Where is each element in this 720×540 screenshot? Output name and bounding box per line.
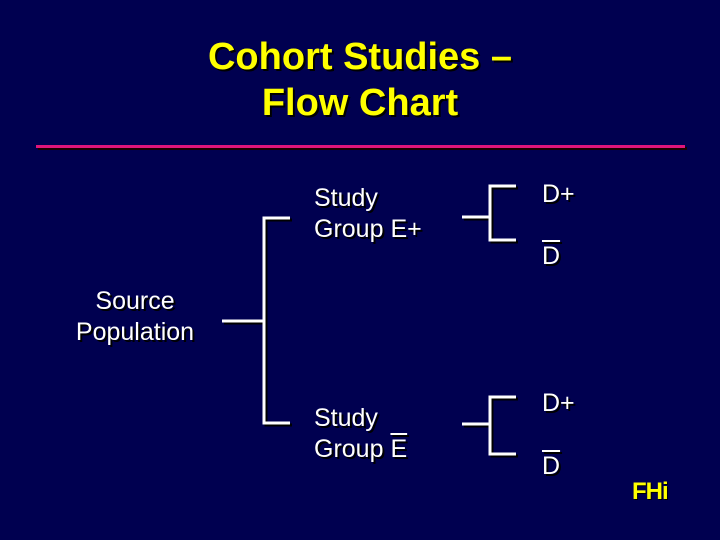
slide-title: Cohort Studies – Flow Chart bbox=[0, 34, 720, 126]
fhi-logo: FHi bbox=[632, 478, 669, 505]
group-2-bracket bbox=[488, 395, 516, 456]
group-2-outcome-no-disease: D bbox=[542, 452, 561, 480]
source-population-label: Source Population bbox=[40, 286, 230, 348]
group-2-line-2: Group E bbox=[314, 434, 407, 465]
group-1-line-1: Study bbox=[314, 184, 378, 212]
group-2-prefix: Group bbox=[314, 435, 391, 463]
title-line-1: Cohort Studies – bbox=[207, 36, 513, 78]
title-line-2: Flow Chart bbox=[261, 82, 459, 124]
title-divider bbox=[36, 145, 685, 148]
group-1-outcome-no-disease: D bbox=[542, 242, 561, 270]
source-line-1: Source bbox=[95, 287, 175, 315]
group-2-line-1: Study bbox=[314, 404, 378, 432]
group-2-outcome-disease: D+ bbox=[542, 389, 575, 417]
group-1-exposure: E+ bbox=[390, 215, 422, 243]
group-1-line-2: Group E+ bbox=[314, 214, 422, 245]
source-line-2: Population bbox=[75, 318, 195, 346]
source-bracket bbox=[262, 216, 290, 425]
group-1-outcome-disease: D+ bbox=[542, 180, 575, 208]
group-2-exposure: E bbox=[390, 435, 408, 463]
group-1-bracket bbox=[488, 184, 516, 242]
group-1-prefix: Group bbox=[314, 215, 391, 243]
study-group-exposed: Study Group E+ bbox=[314, 183, 422, 245]
study-group-unexposed: Study Group E bbox=[314, 403, 407, 465]
